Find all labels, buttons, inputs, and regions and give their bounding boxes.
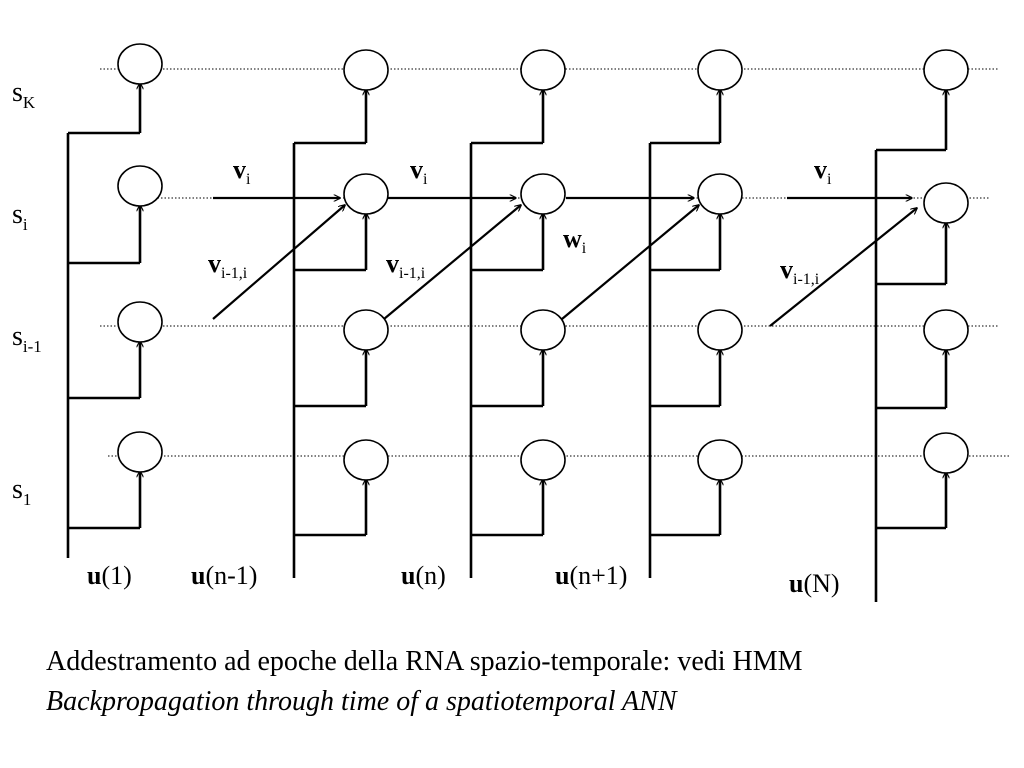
neuron-s1: [117, 431, 163, 473]
neuron-si-1: [923, 309, 969, 351]
input-label-u1: u(1): [87, 561, 132, 590]
state-labels: sK si si-1 s1: [12, 77, 42, 509]
neuron-s1: [697, 439, 743, 481]
weight-label-wi: wi: [563, 224, 587, 257]
recurrent-connections: [212, 198, 917, 327]
state-label-sK: sK: [12, 77, 36, 112]
neuron-sK: [697, 49, 743, 91]
neuron-sK: [343, 49, 389, 91]
vprev-arrow-2: [383, 205, 521, 320]
neuron-s1: [343, 439, 389, 481]
state-rows: [100, 68, 1010, 457]
neuron-s1: [923, 432, 969, 474]
weight-label-vi-2: vi: [410, 155, 428, 188]
state-label-si: si: [12, 199, 28, 234]
time-column-2: [292, 49, 389, 578]
neuron-si: [697, 173, 743, 215]
vprev-arrow-4: [769, 208, 917, 327]
input-labels: u(1) u(n-1) u(n) u(n+1) u(N): [87, 561, 840, 598]
neuron-si-1: [520, 309, 566, 351]
time-column-3: [469, 49, 566, 578]
neuron-sK: [520, 49, 566, 91]
neuron-si: [343, 173, 389, 215]
neuron-s1: [520, 439, 566, 481]
weight-label-vprev-2: vi-1,i: [386, 249, 426, 282]
weight-labels: vi vi vi vi-1,i vi-1,i vi-1,i wi: [208, 155, 832, 288]
vprev-arrow-1: [212, 205, 345, 320]
input-label-uN: u(N): [789, 569, 840, 598]
neuron-sK: [923, 49, 969, 91]
state-label-si-1: si-1: [12, 321, 42, 356]
input-label-un: u(n): [401, 561, 446, 590]
neuron-si-1: [697, 309, 743, 351]
neuron-si: [923, 182, 969, 224]
caption-italian: Addestramento ad epoche della RNA spazio…: [46, 646, 803, 677]
neuron-si: [117, 165, 163, 207]
time-columns: [66, 43, 969, 602]
weight-label-vi-3: vi: [814, 155, 832, 188]
time-column-1: [66, 43, 163, 558]
state-label-s1: s1: [12, 474, 31, 509]
weight-label-vi-1: vi: [233, 155, 251, 188]
weight-label-vprev-3: vi-1,i: [780, 255, 820, 288]
input-label-un-1: u(n-1): [191, 561, 257, 590]
weight-label-vprev-1: vi-1,i: [208, 249, 248, 282]
neuron-si-1: [343, 309, 389, 351]
time-column-4: [648, 49, 743, 578]
time-column-5: [874, 49, 969, 602]
caption-english: Backpropagation through time of a spatio…: [46, 686, 677, 717]
neuron-sK: [117, 43, 163, 85]
neuron-si-1: [117, 301, 163, 343]
vprev-arrow-3: [561, 205, 699, 320]
input-label-un+1: u(n+1): [555, 561, 627, 590]
neuron-si: [520, 173, 566, 215]
